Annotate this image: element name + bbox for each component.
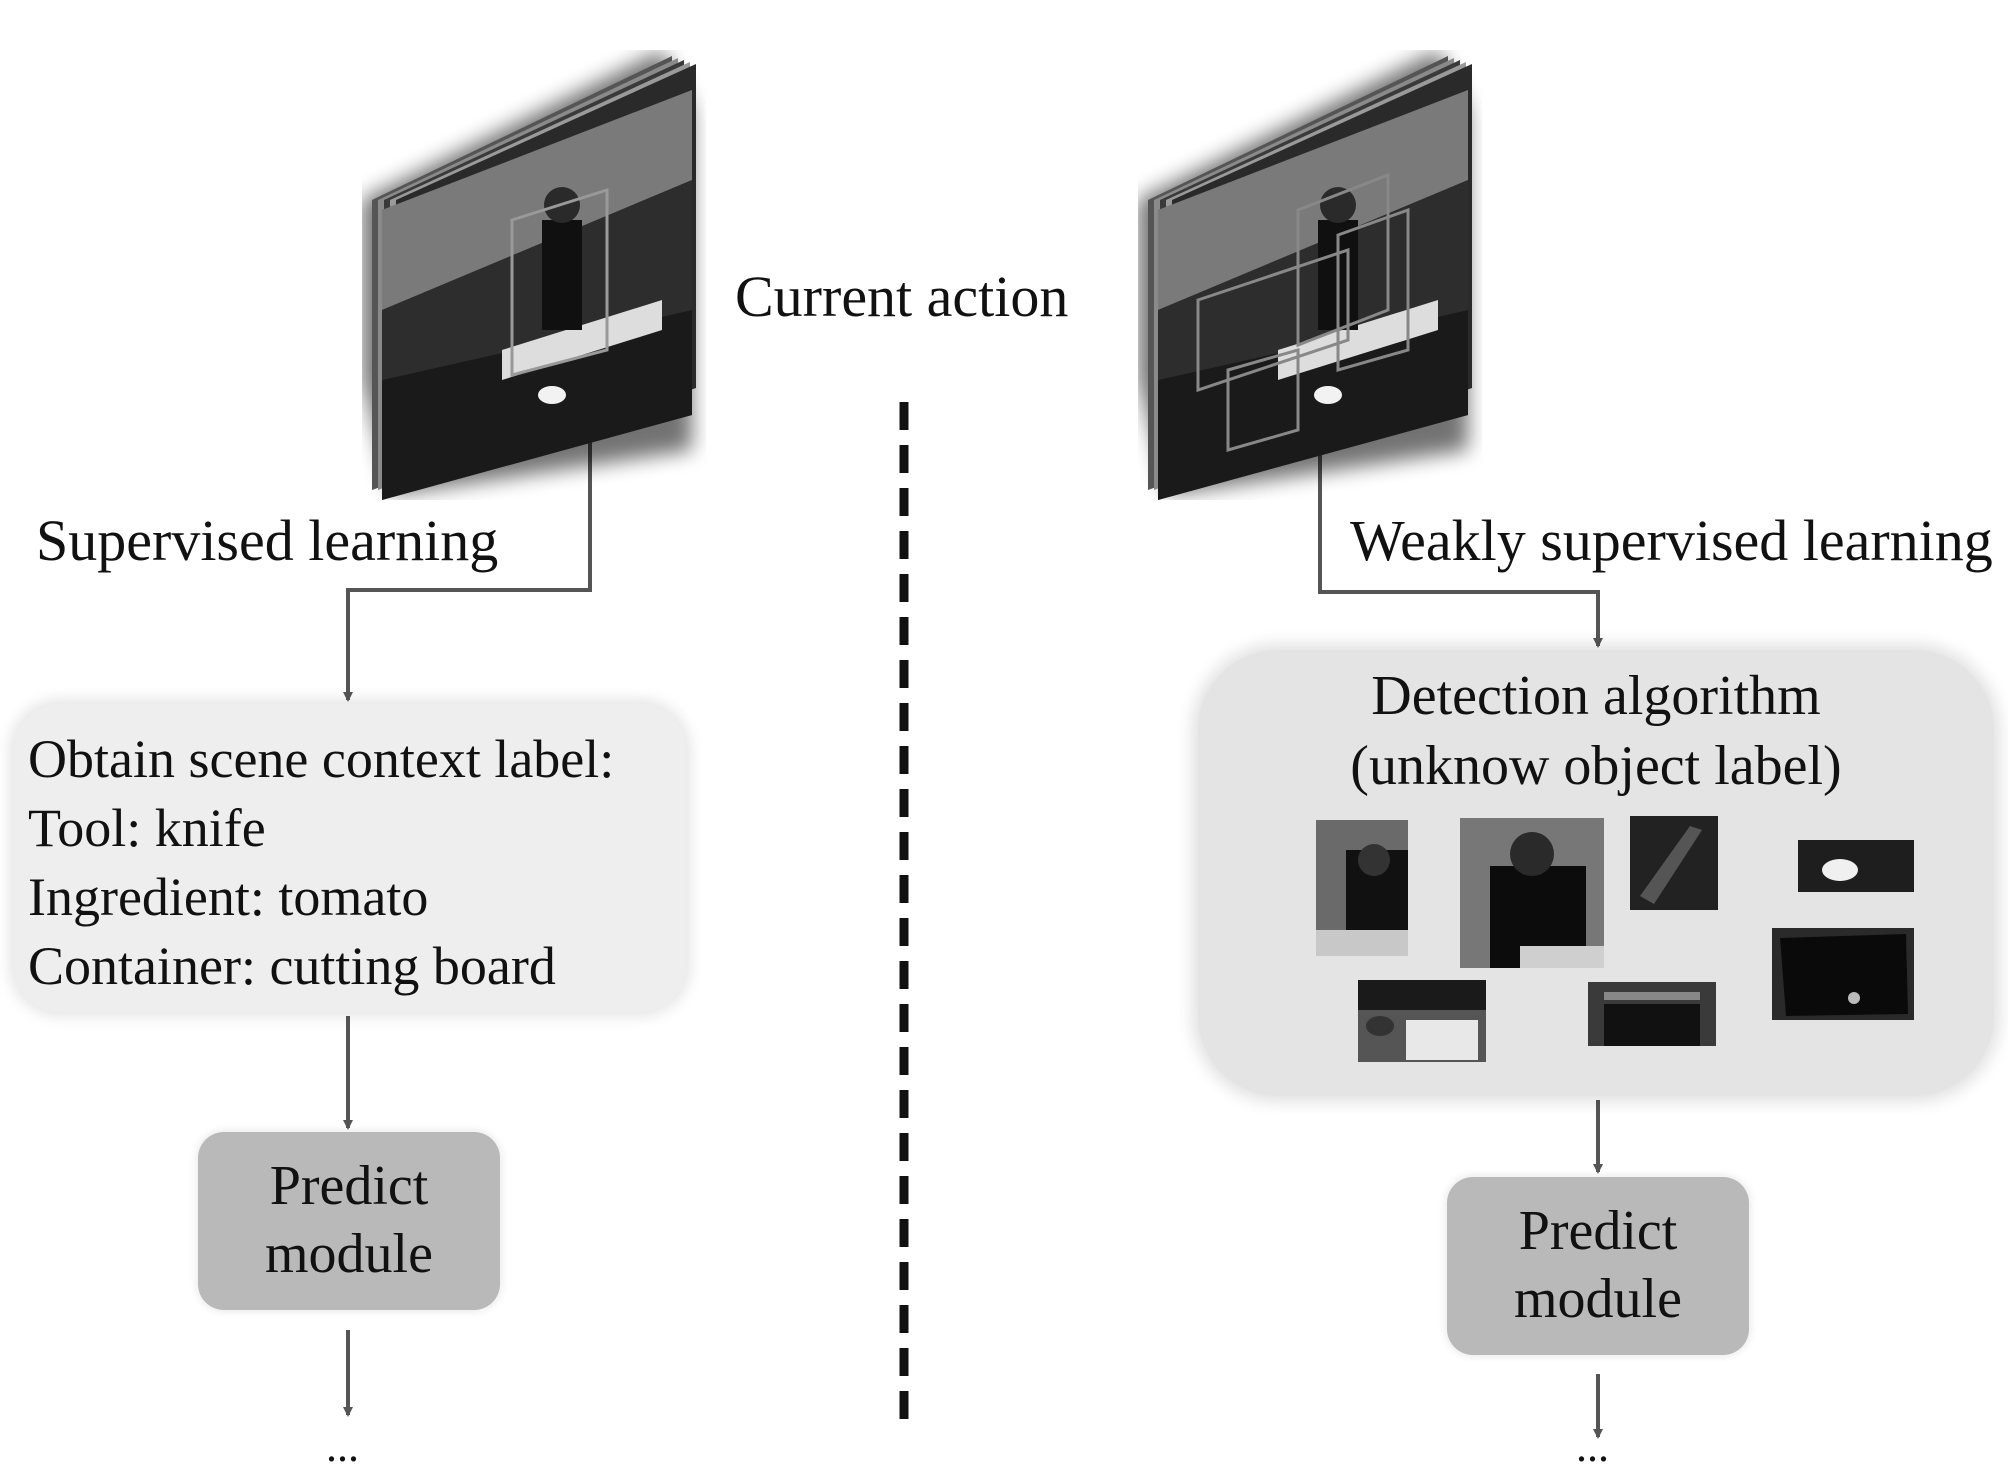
- detected-crop-person: [1460, 818, 1604, 968]
- context-line-heading: Obtain scene context label:: [28, 729, 615, 789]
- detected-crop-window: [1588, 982, 1716, 1046]
- multiple-bounding-boxes: [1196, 172, 1410, 452]
- detected-crop-board: [1772, 928, 1914, 1020]
- predict-module-left-line1: Predict: [269, 1155, 429, 1217]
- ellipsis-left: ...: [326, 1422, 359, 1471]
- right-stack-to-detection-arrow: [1318, 420, 1603, 648]
- cutting-board-shape: [502, 300, 662, 380]
- person-silhouette: [542, 220, 582, 330]
- detection-subtitle: (unknow object label): [1350, 735, 1842, 797]
- detected-crop-floor: [1630, 816, 1718, 910]
- left-stack-to-context-arrow: [343, 400, 592, 702]
- detection-title: Detection algorithm: [1371, 665, 1821, 727]
- context-line-tool: Tool: knife: [28, 798, 266, 858]
- detected-crop-tomato-board: [1358, 980, 1486, 1062]
- bounding-box: [510, 187, 609, 377]
- context-line-container: Container: cutting board: [28, 936, 556, 996]
- right-video-frame-stack: [1138, 50, 1472, 500]
- predict-module-left-line2: module: [265, 1223, 433, 1285]
- ellipsis-right: ...: [1576, 1422, 1609, 1471]
- scene-context-box: Obtain scene context label: Tool: knife …: [14, 704, 686, 1012]
- front-frame: [1158, 90, 1468, 500]
- plate-shape: [538, 386, 566, 404]
- predict-module-right-line2: module: [1514, 1268, 1682, 1330]
- supervised-learning-label: Supervised learning: [36, 508, 499, 573]
- left-video-frame-stack: [362, 50, 696, 500]
- predict-module-left: Predict module: [198, 1132, 500, 1310]
- predict-module-right: Predict module: [1447, 1177, 1749, 1355]
- detected-crop-person-side: [1316, 820, 1408, 956]
- context-line-ingredient: Ingredient: tomato: [28, 867, 429, 927]
- current-action-label: Current action: [735, 264, 1069, 329]
- detection-algorithm-box: Detection algorithm (unknow object label…: [1198, 650, 1994, 1096]
- detected-crop-plate: [1798, 840, 1914, 892]
- weakly-supervised-learning-label: Weakly supervised learning: [1350, 508, 1993, 573]
- predict-module-right-line1: Predict: [1518, 1200, 1678, 1262]
- front-frame: [382, 90, 692, 500]
